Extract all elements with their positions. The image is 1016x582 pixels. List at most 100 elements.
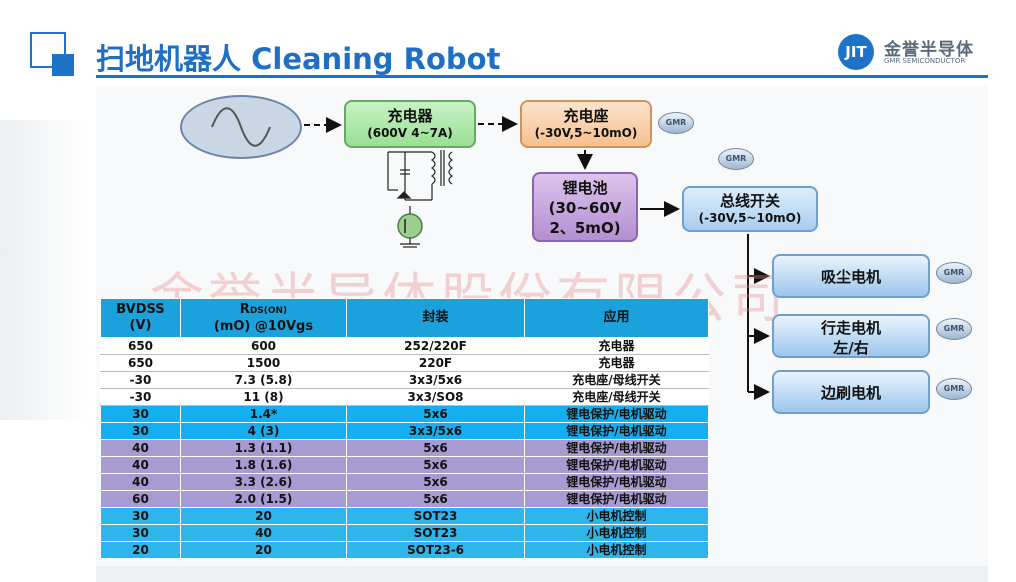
background-decoration [0, 120, 92, 420]
table-cell-app: 小电机控制 [524, 507, 709, 525]
table-cell-rds: 1500 [180, 354, 347, 372]
table-cell-bvdss: 30 [100, 422, 181, 440]
charger-schematic [387, 150, 454, 201]
drive-motor-sub: 左/右 [833, 339, 869, 357]
header-rds: RDS(ON) (mO) @10Vgs [180, 298, 347, 338]
chip-icon: GMR [936, 262, 972, 284]
bus-switch-box: 总线开关 (-30V,5~10mO) [682, 186, 818, 232]
suction-motor-box: 吸尘电机 [772, 254, 930, 298]
table-cell-bvdss: -30 [100, 388, 181, 406]
table-cell-pkg: 5x6 [346, 439, 525, 457]
table-cell-bvdss: 650 [100, 354, 181, 372]
table-cell-app: 锂电保护/电机驱动 [524, 422, 709, 440]
table-cell-pkg: 3x3/5x6 [346, 422, 525, 440]
table-cell-rds: 40 [180, 524, 347, 542]
table-cell-app: 锂电保护/电机驱动 [524, 456, 709, 474]
company-logo-icon: JIT [838, 34, 874, 70]
table-cell-bvdss: 650 [100, 337, 181, 355]
company-name-cn: 金誉半导体 [884, 40, 974, 60]
table-cell-rds: 3.3 (2.6) [180, 473, 347, 491]
bus-switch-spec: (-30V,5~10mO) [698, 211, 802, 225]
table-cell-bvdss: 40 [100, 439, 181, 457]
dock-spec: (-30V,5~10mO) [534, 126, 638, 140]
brush-motor-box: 边刷电机 [772, 370, 930, 414]
chip-icon: GMR [658, 112, 694, 134]
table-cell-rds: 4 (3) [180, 422, 347, 440]
page-title: 扫地机器人 Cleaning Robot [96, 42, 501, 76]
table-cell-app: 锂电保护/电机驱动 [524, 405, 709, 423]
table-cell-rds: 2.0 (1.5) [180, 490, 347, 508]
table-cell-bvdss: 20 [100, 541, 181, 559]
table-cell-rds: 1.4* [180, 405, 347, 423]
table-cell-pkg: 3x3/5x6 [346, 371, 525, 389]
table-cell-pkg: 252/220F [346, 337, 525, 355]
table-cell-pkg: SOT23-6 [346, 541, 525, 559]
table-cell-pkg: SOT23 [346, 524, 525, 542]
table-cell-rds: 1.3 (1.1) [180, 439, 347, 457]
header-bvdss: BVDSS (V) [100, 298, 181, 338]
drive-motor-label: 行走电机 [820, 319, 881, 337]
drive-motor-box: 行走电机 左/右 [772, 314, 930, 358]
chip-icon: GMR [936, 318, 972, 340]
table-cell-pkg: SOT23 [346, 507, 525, 525]
dock-title: 充电座 [563, 107, 609, 125]
table-cell-app: 充电器 [524, 354, 709, 372]
table-cell-rds: 20 [180, 507, 347, 525]
charger-title: 充电器 [387, 107, 433, 125]
table-cell-pkg: 220F [346, 354, 525, 372]
table-cell-bvdss: 30 [100, 405, 181, 423]
brush-motor-label: 边刷电机 [820, 384, 881, 402]
battery-box: 锂电池 (30~60V 2、5mO) [532, 172, 638, 242]
header-package: 封装 [346, 298, 525, 338]
charger-box: 充电器 (600V 4~7A) [344, 100, 476, 148]
dock-box: 充电座 (-30V,5~10mO) [520, 100, 652, 148]
table-cell-pkg: 5x6 [346, 456, 525, 474]
table-cell-rds: 1.8 (1.6) [180, 456, 347, 474]
chip-icon: GMR [936, 378, 972, 400]
table-cell-rds: 11 (8) [180, 388, 347, 406]
table-cell-rds: 20 [180, 541, 347, 559]
table-cell-bvdss: 60 [100, 490, 181, 508]
table-cell-app: 锂电保护/电机驱动 [524, 439, 709, 457]
table-cell-pkg: 3x3/SO8 [346, 388, 525, 406]
table-cell-bvdss: 40 [100, 456, 181, 474]
suction-motor-label: 吸尘电机 [820, 268, 881, 286]
title-corner-fill [52, 54, 74, 76]
table-cell-rds: 600 [180, 337, 347, 355]
table-cell-bvdss: -30 [100, 371, 181, 389]
bottom-strip [96, 566, 988, 582]
title-underline [96, 75, 988, 78]
company-name-en: GMR SEMICONDUCTOR [884, 57, 966, 65]
table-cell-app: 充电器 [524, 337, 709, 355]
mosfet-icon [397, 213, 423, 239]
table-cell-bvdss: 30 [100, 524, 181, 542]
table-cell-app: 锂电保护/电机驱动 [524, 473, 709, 491]
table-cell-app: 锂电保护/电机驱动 [524, 490, 709, 508]
battery-line3: 2、5mO) [549, 219, 621, 237]
table-cell-rds: 7.3 (5.8) [180, 371, 347, 389]
table-cell-app: 小电机控制 [524, 524, 709, 542]
table-cell-pkg: 5x6 [346, 405, 525, 423]
battery-line2: (30~60V [548, 199, 622, 217]
chip-icon: GMR [718, 148, 754, 170]
table-cell-app: 充电座/母线开关 [524, 388, 709, 406]
table-cell-bvdss: 40 [100, 473, 181, 491]
bus-switch-title: 总线开关 [719, 192, 780, 210]
title-corner-outline [30, 32, 66, 68]
table-cell-app: 小电机控制 [524, 541, 709, 559]
table-cell-bvdss: 30 [100, 507, 181, 525]
